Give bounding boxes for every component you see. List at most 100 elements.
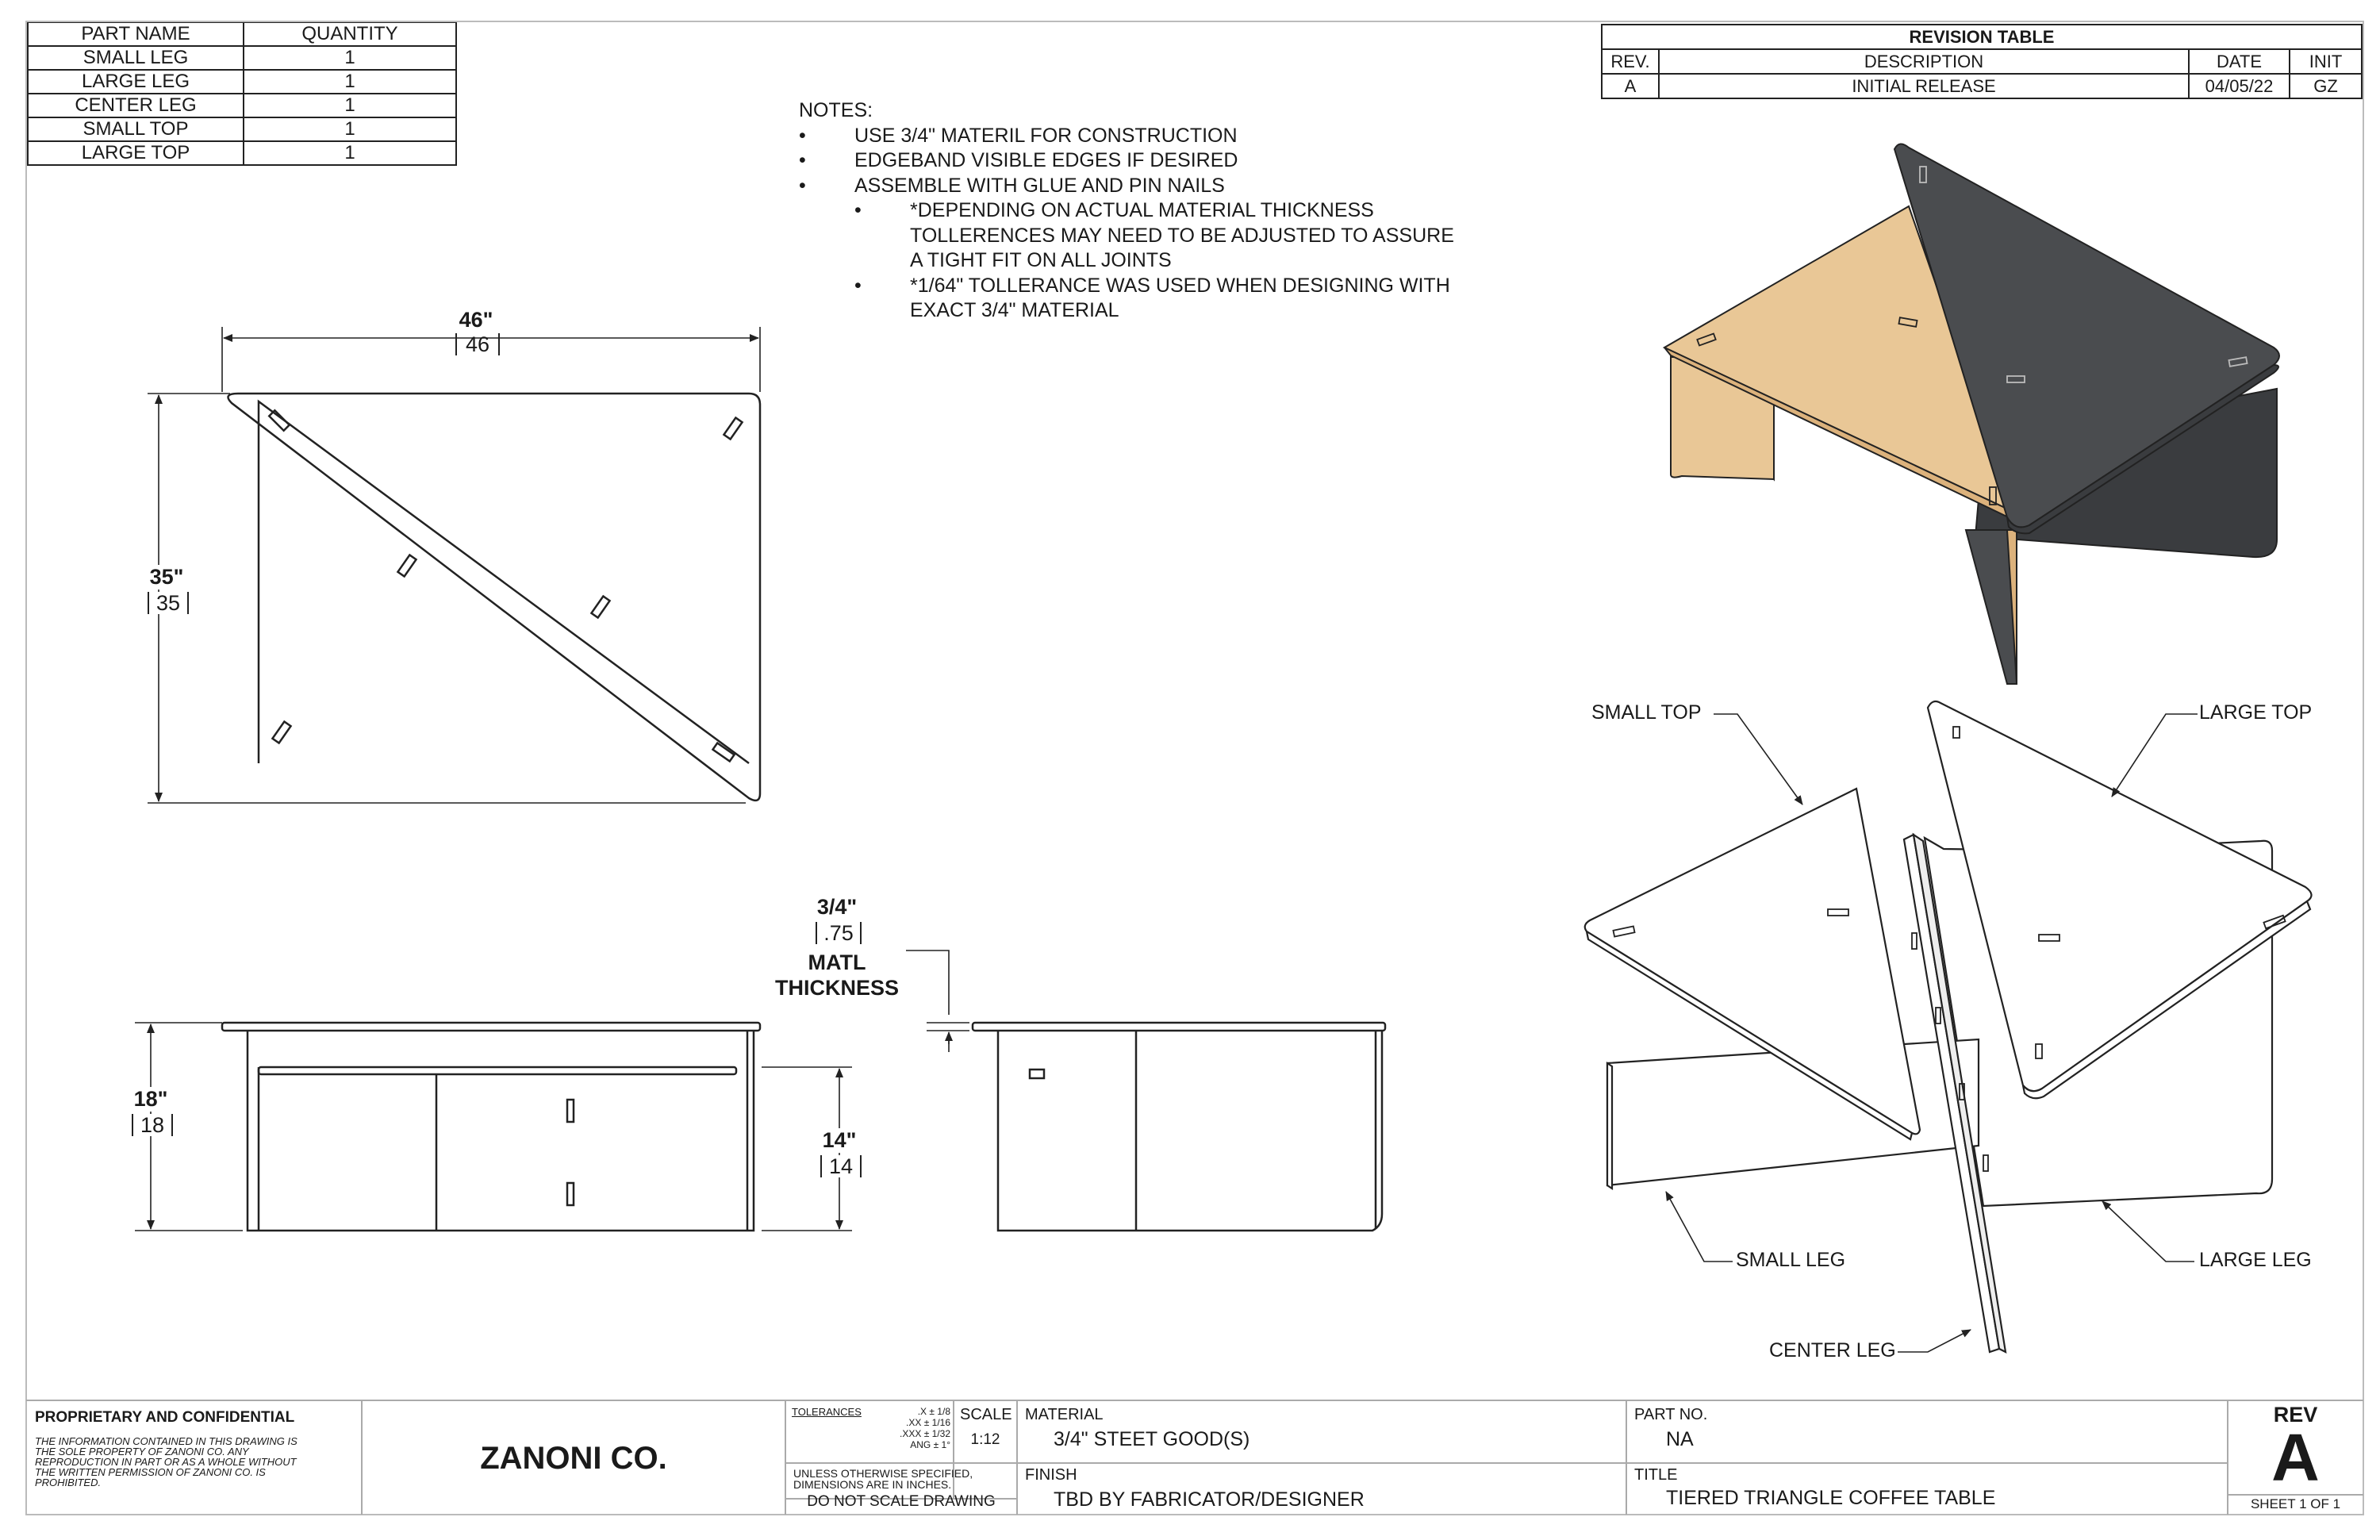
bullet: • <box>799 124 806 147</box>
revision-date: 04/05/22 <box>2188 73 2290 99</box>
sheet-border <box>25 21 2364 1515</box>
slot <box>589 594 612 620</box>
table-row: A INITIAL RELEASE 04/05/22 GZ <box>1601 73 2363 99</box>
revision-description: INITIAL RELEASE <box>1658 73 2190 99</box>
callout-center-leg: CENTER LEG <box>1769 1339 1896 1361</box>
do-not-scale: DO NOT SCALE DRAWING <box>807 1493 996 1510</box>
proprietary-line: THE SOLE PROPERTY OF ZANONI CO. ANY <box>35 1446 249 1457</box>
slot <box>396 553 418 578</box>
width-dimension-label: 46" <box>459 308 493 332</box>
revision-rev: A <box>1601 73 1660 99</box>
callout-small-top: SMALL TOP <box>1591 701 1702 724</box>
exploded-view <box>1583 700 2313 1354</box>
scale-label: SCALE <box>960 1406 1012 1423</box>
finish-label: FINISH <box>1025 1466 1077 1484</box>
revision-header-date: DATE <box>2188 48 2290 75</box>
revision-header-rev: REV. <box>1601 48 1660 75</box>
slot <box>267 409 291 432</box>
table-row: SMALL LEG 1 <box>27 45 457 71</box>
lower-height-dimension-metric: 14 <box>820 1155 862 1177</box>
part-no-value: NA <box>1666 1428 1694 1450</box>
bullet: • <box>854 274 862 297</box>
thickness-label-2: THICKNESS <box>774 976 899 1000</box>
table-row: LARGE TOP 1 <box>27 140 457 166</box>
table-row: SMALL TOP 1 <box>27 117 457 142</box>
notes-heading: NOTES: <box>799 99 873 121</box>
proprietary-line: REPRODUCTION IN PART OR AS A WHOLE WITHO… <box>35 1456 297 1468</box>
sheet-number: SHEET 1 OF 1 <box>2250 1496 2341 1511</box>
proprietary-line: THE INFORMATION CONTAINED IN THIS DRAWIN… <box>35 1435 298 1447</box>
note-subitem: • *1/64" TOLLERANCE WAS USED WHEN DESIGN… <box>799 274 1454 324</box>
part-name: SMALL LEG <box>27 45 244 71</box>
note-subitem: • *DEPENDING ON ACTUAL MATERIAL THICKNES… <box>799 198 1454 274</box>
lower-height-dimension-label: 14" <box>816 1128 863 1153</box>
tabletop-edge <box>971 1021 1387 1032</box>
thickness-dimension <box>906 950 969 1052</box>
top-view-dimensions <box>148 327 761 804</box>
height-dimension-label: 18" <box>127 1087 175 1112</box>
parts-table-header: PART NAME QUANTITY <box>27 21 457 47</box>
rev-label: REV <box>2273 1403 2318 1427</box>
revision-header-init: INIT <box>2289 48 2363 75</box>
unless-line: UNLESS OTHERWISE SPECIFIED, <box>793 1467 973 1480</box>
note-item: • EDGEBAND VISIBLE EDGES IF DESIRED <box>799 148 1454 174</box>
proprietary-line: THE WRITTEN PERMISSION OF ZANONI CO. IS <box>35 1466 266 1478</box>
unless-specified: UNLESS OTHERWISE SPECIFIED, DIMENSIONS A… <box>793 1468 973 1490</box>
slot <box>271 720 293 745</box>
callout-large-leg: LARGE LEG <box>2199 1249 2312 1271</box>
large-top-outline <box>227 392 762 802</box>
slot <box>722 416 744 441</box>
tolerance-line: ANG ± 1° <box>910 1439 950 1450</box>
parts-table: PART NAME QUANTITY SMALL LEG 1 LARGE LEG… <box>27 21 457 166</box>
side-view <box>971 1021 1387 1232</box>
part-quantity: 1 <box>243 140 457 166</box>
revision-header-description: DESCRIPTION <box>1658 48 2190 75</box>
slot <box>711 741 736 763</box>
depth-dimension-label: 35" <box>143 565 190 590</box>
top-view <box>227 392 762 802</box>
callout-leaders <box>1665 713 2198 1353</box>
bullet: • <box>799 149 806 171</box>
slot <box>566 1181 575 1207</box>
part-quantity: 1 <box>243 69 457 94</box>
width-dimension-metric: 46 <box>455 333 500 355</box>
material-value: 3/4" STEET GOOD(S) <box>1054 1428 1250 1450</box>
thickness-dimension-label: 3/4" <box>816 895 858 919</box>
tolerance-line: .X ± 1/8 <box>917 1406 950 1417</box>
part-name: SMALL TOP <box>27 117 244 142</box>
small-top-outline <box>257 399 750 765</box>
part-quantity: 1 <box>243 117 457 142</box>
note-text: ASSEMBLE WITH GLUE AND PIN NAILS <box>854 174 1225 197</box>
proprietary-text: THE INFORMATION CONTAINED IN THIS DRAWIN… <box>35 1436 298 1488</box>
part-quantity: 1 <box>243 45 457 71</box>
proprietary-title: PROPRIETARY AND CONFIDENTIAL <box>35 1409 295 1426</box>
note-text: *DEPENDING ON ACTUAL MATERIAL THICKNESS <box>910 199 1374 221</box>
proprietary-line: PROHIBITED. <box>35 1477 102 1488</box>
note-text: TOLLERENCES MAY NEED TO BE ADJUSTED TO A… <box>910 224 1454 247</box>
revision-table-title: REVISION TABLE <box>1601 24 2363 50</box>
unless-line: DIMENSIONS ARE IN INCHES. <box>793 1478 952 1491</box>
note-text: USE 3/4" MATERIL FOR CONSTRUCTION <box>854 124 1238 147</box>
part-no-label: PART NO. <box>1634 1406 1708 1423</box>
title-value: TIERED TRIANGLE COFFEE TABLE <box>1666 1487 1996 1509</box>
bullet: • <box>799 174 806 197</box>
revision-table: REVISION TABLE REV. DESCRIPTION DATE INI… <box>1601 24 2363 99</box>
bullet: • <box>854 199 862 221</box>
note-text: EXACT 3/4" MATERIAL <box>910 299 1119 321</box>
note-item: • ASSEMBLE WITH GLUE AND PIN NAILS <box>799 174 1454 199</box>
depth-dimension-metric: 35 <box>148 592 189 614</box>
parts-header-name: PART NAME <box>27 21 244 47</box>
part-name: LARGE LEG <box>27 69 244 94</box>
parts-header-quantity: QUANTITY <box>243 21 457 47</box>
tolerance-line: .XX ± 1/16 <box>906 1417 950 1428</box>
slot <box>566 1098 575 1123</box>
table-row: CENTER LEG 1 <box>27 93 457 118</box>
scale-value: 1:12 <box>970 1431 1000 1448</box>
part-quantity: 1 <box>243 93 457 118</box>
tabletop-edge <box>221 1021 762 1032</box>
part-name: LARGE TOP <box>27 140 244 166</box>
height-dimension-metric: 18 <box>132 1114 173 1136</box>
note-text: A TIGHT FIT ON ALL JOINTS <box>910 249 1172 271</box>
